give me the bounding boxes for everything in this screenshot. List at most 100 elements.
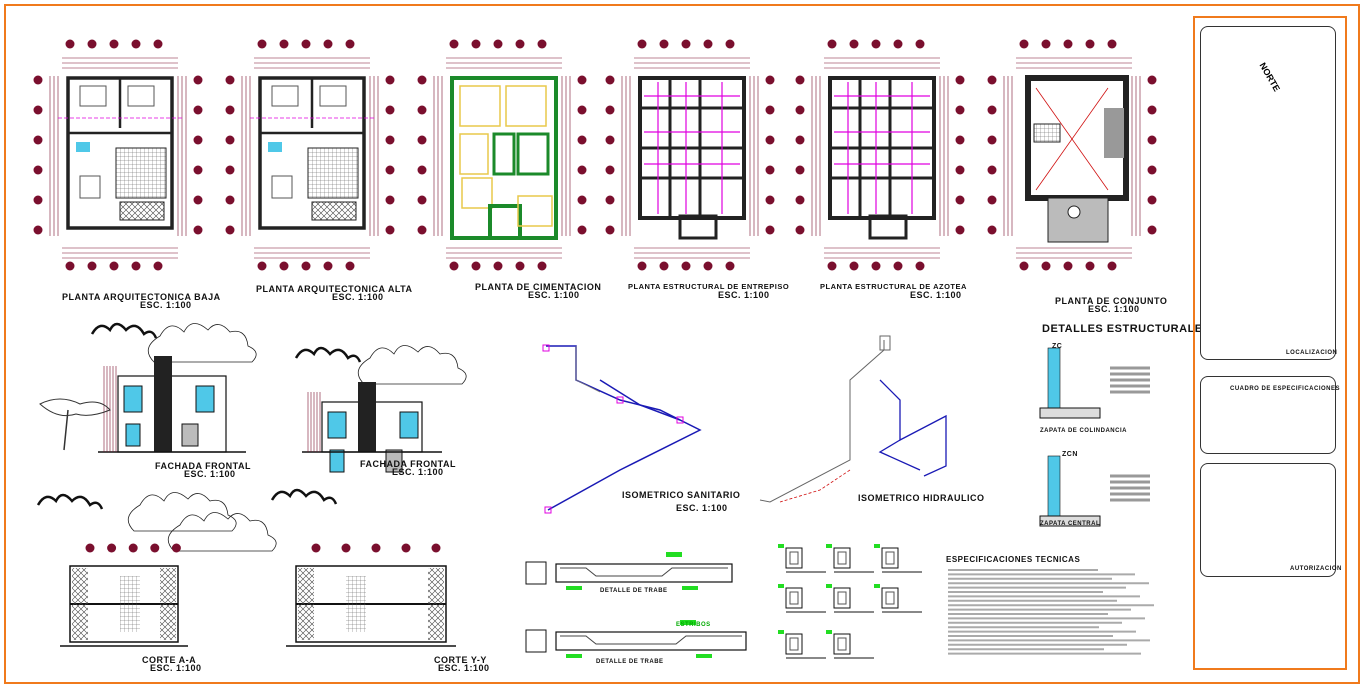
column-stirrup xyxy=(885,551,895,565)
cloud xyxy=(127,492,237,532)
authorization-panel xyxy=(1200,463,1336,577)
axis-bubble xyxy=(385,165,395,175)
column-section xyxy=(785,547,803,569)
axis-bubble xyxy=(345,39,355,49)
axis-bubble xyxy=(795,105,805,115)
axis-bubble xyxy=(131,261,141,271)
axis-bubble xyxy=(1019,261,1029,271)
tree-canopy-sketch xyxy=(90,322,158,339)
axis-bubble xyxy=(1019,39,1029,49)
sheet-border xyxy=(4,4,1360,684)
axis-bubble xyxy=(955,135,965,145)
axis-bubble xyxy=(795,195,805,205)
axis-bubble xyxy=(537,39,547,49)
axis-bubble xyxy=(537,261,547,271)
axis-bubble xyxy=(33,225,43,235)
column-section xyxy=(881,547,899,569)
window xyxy=(195,385,215,413)
plan-title-3: PLANTA DE CIMENTACION xyxy=(475,282,602,292)
axis-bubble xyxy=(605,105,615,115)
column-stirrup xyxy=(789,637,799,651)
fitting xyxy=(676,416,684,424)
axis-bubble xyxy=(637,261,647,271)
axis-bubble xyxy=(987,135,997,145)
column-tag xyxy=(778,584,784,588)
axis-bubble xyxy=(385,195,395,205)
window xyxy=(327,411,347,439)
facade-column xyxy=(358,382,376,452)
plan-title-4: PLANTA ESTRUCTURAL DE ENTREPISO xyxy=(628,282,790,291)
axis-bubble xyxy=(795,165,805,175)
axis-bubble xyxy=(65,261,75,271)
plan-scale-1: ESC. 1:100 xyxy=(140,300,192,310)
cloud xyxy=(357,345,467,385)
rebar-tag xyxy=(680,620,696,625)
column-tag xyxy=(778,630,784,634)
zapata1-tag: ZC xyxy=(1052,343,1063,350)
axis-bubble xyxy=(1147,165,1157,175)
section-scale-2: ESC. 1:100 xyxy=(438,663,490,673)
plan-scale-6: ESC. 1:100 xyxy=(1088,304,1140,314)
section-scale-1: ESC. 1:100 xyxy=(150,663,202,673)
plan-title-6: PLANTA DE CONJUNTO xyxy=(1055,296,1168,306)
axis-bubble xyxy=(987,225,997,235)
window xyxy=(329,449,345,473)
axis-bubble xyxy=(577,225,587,235)
axis-bubble xyxy=(1147,195,1157,205)
column-section xyxy=(833,587,851,609)
axis-bubble xyxy=(417,75,427,85)
axis-bubble xyxy=(128,543,138,553)
tree-trunk xyxy=(63,409,69,451)
axis-bubble xyxy=(153,261,163,271)
rebar xyxy=(560,567,728,577)
beam-section xyxy=(525,561,547,585)
axis-bubble xyxy=(371,543,381,553)
axis-bubble xyxy=(955,225,965,235)
axis-bubble xyxy=(385,105,395,115)
window xyxy=(125,423,141,447)
axis-bubble xyxy=(515,261,525,271)
axis-bubble xyxy=(681,261,691,271)
axis-bubble xyxy=(893,39,903,49)
plan-6 xyxy=(987,39,1157,271)
tree-canopy-sketch xyxy=(36,493,104,510)
axis-bubble xyxy=(987,195,997,205)
beam-detail-2: DETALLE DE TRABE xyxy=(596,659,664,665)
bed xyxy=(79,85,107,107)
hot-water-pipe xyxy=(779,469,851,503)
wall-hatch xyxy=(428,568,444,640)
footing-base xyxy=(1039,407,1101,419)
axis-bubble xyxy=(577,105,587,115)
axis-bubble xyxy=(637,39,647,49)
axis-bubble xyxy=(385,225,395,235)
axis-bubble xyxy=(417,105,427,115)
axis-bubble xyxy=(385,75,395,85)
column-stirrup xyxy=(837,551,847,565)
axis-bubble xyxy=(1063,39,1073,49)
axis-bubble xyxy=(659,39,669,49)
axis-bubble xyxy=(1041,39,1051,49)
stair-section xyxy=(120,576,140,632)
axis-bubble xyxy=(703,261,713,271)
axis-bubble xyxy=(311,543,321,553)
footing-base xyxy=(1039,515,1101,527)
tank xyxy=(1067,205,1081,219)
axis-bubble xyxy=(795,135,805,145)
authorization-label: AUTORIZACION xyxy=(1290,566,1342,572)
isometric-hidraulico xyxy=(759,335,947,503)
facade-title-1: FACHADA FRONTAL xyxy=(155,461,251,471)
patio xyxy=(1033,123,1061,143)
column-tag xyxy=(778,544,784,548)
axis-bubble xyxy=(471,261,481,271)
axis-bubble xyxy=(323,39,333,49)
axis-bubble xyxy=(955,195,965,205)
beam-tag: ESTRIBOS xyxy=(676,622,711,628)
column-tag xyxy=(826,584,832,588)
axis-bubble xyxy=(605,195,615,205)
plan-1 xyxy=(33,39,203,271)
axis-bubble xyxy=(955,105,965,115)
axis-bubble xyxy=(955,165,965,175)
column-section xyxy=(833,547,851,569)
axis-bubble xyxy=(577,135,587,145)
axis-bubble xyxy=(87,39,97,49)
